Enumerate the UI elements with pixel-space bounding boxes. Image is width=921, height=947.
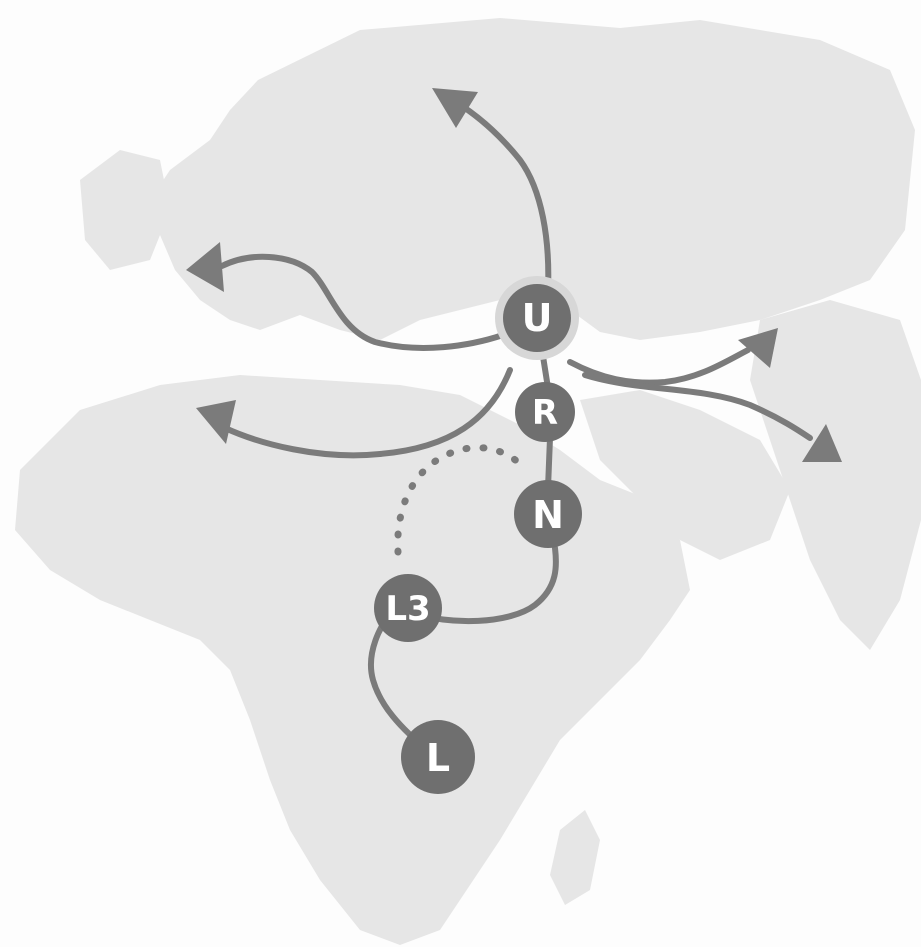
arabia-landmass [580,390,790,560]
landmass-layer [15,18,921,945]
node-l-label: L [426,736,450,780]
madagascar-landmass [550,810,600,905]
arrow-route-west [219,253,506,351]
routes-layer [186,88,842,755]
route-n-r [545,435,553,491]
arrowhead-southeast [802,424,842,462]
node-n-label: N [532,493,564,537]
arrow-route-southwest [222,367,513,459]
node-r-circle [515,382,575,442]
node-n: N [514,480,582,548]
arrow-route-east [567,347,751,386]
arrowhead-north [432,88,478,128]
british-isles-landmass [80,150,170,270]
node-l3: L3 [374,574,442,642]
south-asia-landmass [750,300,921,650]
node-l3-circle [374,574,442,642]
arrow-route-southeast [582,372,813,441]
dotted-route-l3-r [394,444,522,556]
scandinavia-landmass [300,40,440,175]
arrowhead-southwest [196,400,236,444]
nodes-layer: U R N L3 L [374,276,582,794]
node-u-label: U [522,296,553,340]
node-n-circle [514,480,582,548]
node-l: L [401,720,475,794]
node-r: R [515,382,575,442]
node-l-circle [401,720,475,794]
node-r-label: R [532,393,558,433]
route-l3-n [407,545,559,625]
arrowhead-west [186,242,224,292]
arrow-route-north [459,103,552,293]
arrowhead-east [738,328,778,368]
node-l3-label: L3 [385,589,430,629]
node-u: U [495,276,579,360]
node-u-circle [503,284,571,352]
